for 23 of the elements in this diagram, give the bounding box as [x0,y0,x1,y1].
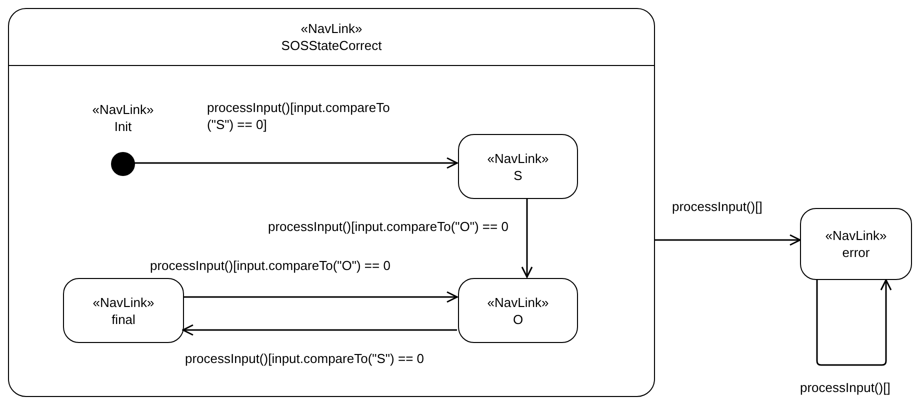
state-name: S [514,166,522,184]
state-name: SOSStateCorrect [281,37,382,54]
state-box [458,278,578,343]
transition-arrow [816,279,892,366]
state-name: final [112,310,136,328]
stereotype-label: «NavLink» [487,294,549,310]
state-box [458,134,578,199]
stereotype-label: «NavLink» [92,294,154,310]
transition-arrow [134,157,458,169]
state-name: Init [114,118,132,135]
transition-arrow [182,324,457,336]
composite-state [8,8,655,397]
stereotype-label: «NavLink» [92,101,154,118]
transition-arrow [655,234,801,246]
state-box [800,208,912,280]
stereotype-label: «NavLink» [300,20,362,37]
state-name: O [512,310,524,328]
state-name: error [842,244,870,261]
state-box [63,278,184,343]
transition-arrow [521,198,533,278]
transition-arrow [183,291,458,303]
stereotype-label: «NavLink» [825,227,887,244]
stereotype-label: «NavLink» [487,150,549,166]
